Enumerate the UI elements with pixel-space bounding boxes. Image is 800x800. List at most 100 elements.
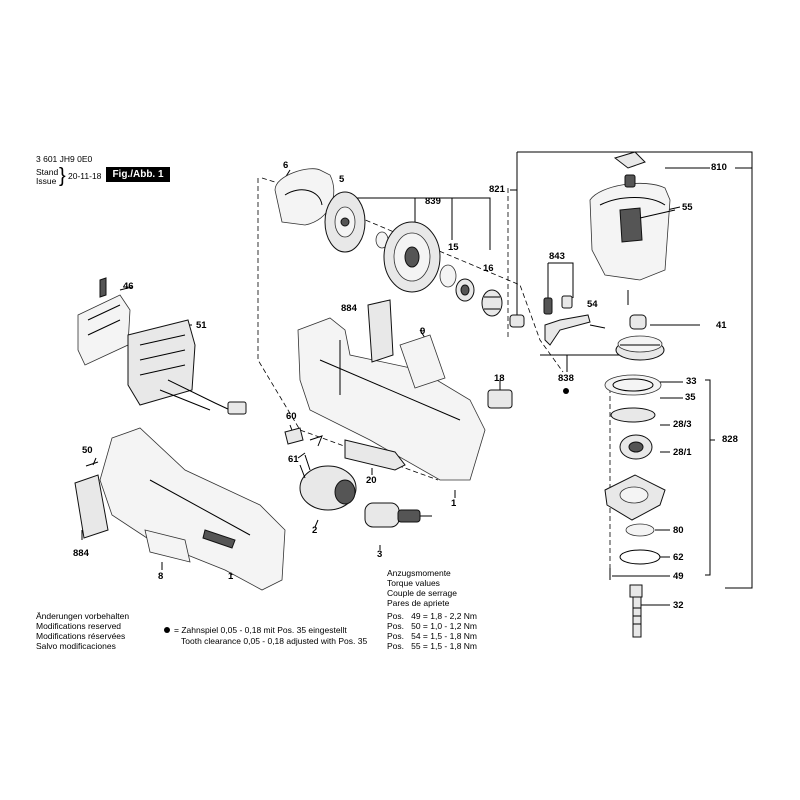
bracket-828 (705, 379, 711, 576)
bracket-839 (350, 197, 491, 250)
stand-label: Stand (36, 167, 59, 177)
gear-head-housing-821 (589, 182, 671, 281)
assembly-axis-upper (261, 177, 564, 373)
gear-part-5 (324, 191, 366, 253)
issue-label: Issue (36, 176, 57, 186)
electronics-module-part-51 (127, 319, 196, 406)
ball-bearing-part-28-1 (619, 434, 653, 460)
part-label-828: 828 (722, 434, 738, 445)
clearance-bullet (164, 627, 170, 633)
part-label-18: 18 (494, 373, 505, 384)
pawl-part-60 (284, 427, 304, 445)
part-label-20: 20 (366, 475, 377, 486)
part-label-46: 46 (123, 281, 134, 292)
torque-row-54: Pos. 54 = 1,5 - 1,8 Nm (387, 631, 478, 641)
part-label-35: 35 (685, 392, 696, 403)
torque-row-49: Pos. 49 = 1,8 - 2,2 Nm (387, 611, 478, 621)
part-label-15: 15 (448, 242, 459, 253)
modifications-fr: Modifications réservées (36, 631, 126, 641)
part-label-843: 843 (549, 251, 565, 262)
part-label-1-upper: 1 (451, 498, 457, 509)
pinion-part (481, 289, 503, 317)
screw-55 (639, 209, 676, 219)
torque-row-55: Pos. 55 = 1,5 - 1,8 Nm (387, 641, 478, 651)
bearing-cover-part-6 (274, 168, 335, 226)
part-label-61: 61 (288, 454, 299, 465)
fan-disk-part-839 (383, 221, 441, 293)
sleeve-part (509, 314, 525, 328)
modifications-de: Änderungen vorbehalten (36, 611, 130, 621)
part-label-8: 8 (158, 571, 164, 582)
part-label-1-lower: 1 (228, 571, 234, 582)
footnote-en: Tooth clearance 0,05 - 0,18 adjusted wit… (181, 636, 368, 646)
seal-part (625, 523, 655, 537)
part-label-2: 2 (312, 525, 318, 536)
o-ring-part-62 (619, 549, 661, 565)
torque-heading-fr: Couple de serrage (387, 588, 457, 598)
part-label-41: 41 (716, 320, 727, 331)
part-label-50: 50 (82, 445, 93, 456)
cover-part-18 (487, 389, 513, 409)
label-part-9 (399, 334, 446, 389)
bracket-838 (540, 354, 620, 372)
wire-harness (167, 379, 231, 411)
part-label-838: 838 (558, 373, 574, 384)
issue-date: 20-11-18 (68, 171, 102, 181)
doc-number: 3 601 JH9 0E0 (36, 154, 93, 164)
bevel-gear-part-838 (615, 335, 665, 361)
header-brace: } (59, 165, 66, 187)
part-label-821: 821 (489, 184, 505, 195)
bracket-843 (547, 262, 574, 298)
part-label-49: 49 (673, 571, 684, 582)
part-label-60: 60 (286, 411, 297, 422)
torque-heading-es: Pares de apriete (387, 598, 450, 608)
circlip-part-28-3 (610, 407, 656, 423)
figure-label: Fig./Abb. 1 (106, 167, 170, 182)
part-label-54: 54 (587, 299, 598, 310)
slide-switch-part-20 (344, 439, 406, 471)
housing-half-part-1-lower (99, 427, 286, 591)
part-label-51: 51 (196, 320, 207, 331)
part-label-33: 33 (686, 376, 697, 387)
part-label-55: 55 (682, 202, 693, 213)
part-label-6: 6 (283, 160, 289, 171)
torque-heading-de: Anzugsmomente (387, 568, 451, 578)
part-label-884-upper: 884 (341, 303, 357, 314)
lock-spring-part (543, 297, 553, 315)
screw-50 (85, 461, 99, 467)
part-label-884-lower: 884 (73, 548, 89, 559)
torque-row-50: Pos. 50 = 1,0 - 1,2 Nm (387, 621, 478, 631)
modifications-es: Salvo modificaciones (36, 641, 116, 651)
spindle-lock-part-810 (613, 151, 646, 169)
lock-lever-part (544, 314, 591, 346)
grip-pad-part-884-upper (367, 299, 394, 363)
part-label-5: 5 (339, 174, 345, 185)
connector-part (227, 401, 247, 415)
part-label-9: 9 (420, 326, 426, 337)
bearing-part-41 (629, 314, 647, 330)
part-label-62: 62 (673, 552, 684, 563)
label-part-8 (144, 529, 191, 563)
housing-half-part-1-upper (297, 317, 486, 481)
protective-cover-part-33 (604, 374, 662, 396)
spring-part (624, 174, 636, 188)
modifications-en: Modifications reserved (36, 621, 122, 631)
bearing-part-16 (455, 278, 475, 302)
part-label-3: 3 (377, 549, 383, 560)
screw-54 (589, 324, 606, 329)
part-label-16: 16 (483, 263, 494, 274)
part-label-28-1: 28/1 (673, 447, 692, 458)
lock-pin-part (561, 295, 573, 309)
bearing-flange-part-80 (604, 474, 666, 521)
ring-part-15 (439, 264, 457, 288)
spindle-part-32 (629, 584, 643, 638)
torque-heading-en: Torque values (387, 578, 440, 588)
part-label-839: 839 (425, 196, 441, 207)
footnote-de: = Zahnspiel 0,05 - 0,18 mit Pos. 35 eing… (174, 625, 347, 635)
stator-part-2 (299, 454, 357, 511)
switch-holder-part (77, 294, 131, 366)
part-label-80: 80 (673, 525, 684, 536)
clearance-bullet-838 (563, 388, 569, 394)
